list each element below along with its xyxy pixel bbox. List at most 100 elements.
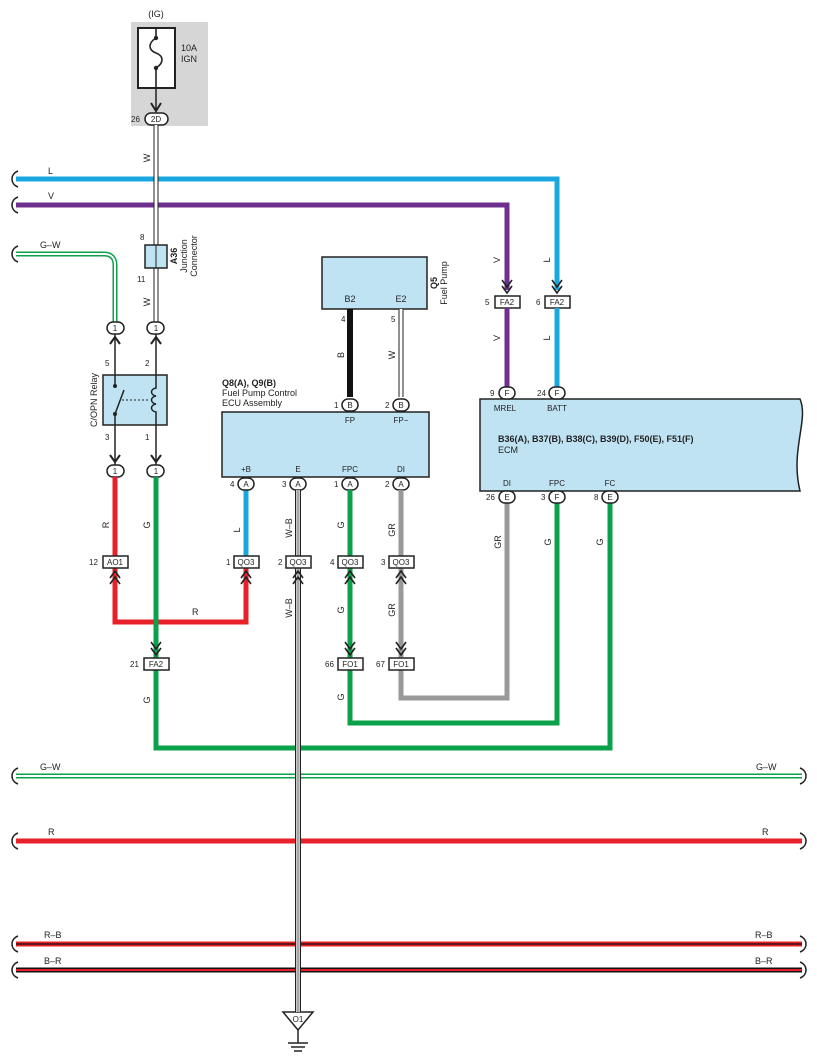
fuel-pump-terminal-b2: B2 [344,294,355,304]
wire-g-label-fc: G [595,538,605,545]
junction-name1: Junction [179,239,189,273]
wire-w-label-2: W [142,297,152,306]
connector-qo3-4-arrow-icon [344,569,356,585]
wire-g-label-relay-2: G [142,696,152,703]
connector-fa2-v-pin: 5 [485,298,490,307]
break-icon-gw-right [799,767,807,785]
ecm-top-pin-mrel-name: MREL [494,404,517,413]
break-icon-rb-left [11,935,19,953]
ecm-top-pin-batt-conn: F [555,389,560,398]
connector-fa2-21-name: FA2 [149,660,164,669]
ecm-bottom-pin-di [498,490,516,504]
relay-coil-icon [150,375,157,425]
break-icon-v [11,196,19,214]
fpecu-bottom-pin-plusb [237,477,255,491]
fpecu-box [221,411,430,478]
wire-gr-label-ecm: GR [493,535,503,549]
relay-name: C/OPN Relay [89,372,99,427]
wire-w-label-1: W [142,153,152,162]
connector-fa2-l-name: FA2 [550,298,565,307]
break-icon-l [11,170,19,188]
fuel-pump-pin2: 5 [391,315,396,324]
ecm-bottom-pin-fpc-conn: F [555,493,560,502]
wire-br-label-right: B–R [755,956,773,966]
fuel-pump-id: Q5 [429,277,439,289]
relay-pin5: 5 [105,359,110,368]
connector-qo3-4-name: QO3 [342,558,359,567]
connector-qo3-2-arrow-icon [292,569,304,585]
fuel-pump-terminal-e2: E2 [395,294,406,304]
wire-g-label-fpc-2: G [336,606,346,613]
wire-l-label-ecu: L [232,527,242,532]
connector-qo3-4-pin: 4 [330,558,335,567]
wire-rb-label-right: R–B [755,930,773,940]
wire-l-bus [16,176,560,290]
connector-fo1-66-pin: 66 [325,660,334,669]
fpecu-top-pin-fpm-conn: B [398,401,403,410]
relay-pin2: 2 [145,359,150,368]
fpecu-bottom-name-di: DI [397,465,405,474]
wire-r-label-bottom-left: R [48,827,55,837]
ecm-bottom-pin-di-num: 26 [486,493,495,502]
ecm-name: ECM [498,445,518,455]
wire-gw-bus-top-core [16,253,116,322]
connector-fo1-67-arrow-icon [395,641,407,657]
wire-gw-label-bottom-right: G–W [756,762,777,772]
fuel-pump-pin1: 4 [341,315,346,324]
connector-fo1-67 [388,657,415,671]
connector-qo3-2 [285,555,312,569]
break-icon-r-right [799,832,807,850]
ground-name: O1 [293,1015,304,1024]
fpecu-bottom-name-e: E [295,465,300,474]
break-icon-gw-left [11,767,19,785]
connector-qo3-1-pin: 1 [226,558,231,567]
fpecu-bottom-name-plusb: +B [241,465,251,474]
relay-connector-left-top-label: 1 [113,324,118,333]
wire-rb-label-left: R–B [44,930,62,940]
fpecu-top-pin-fpm [392,398,410,412]
relay-pin3: 3 [105,433,110,442]
fpecu-bottom-pin-plusb-conn: A [243,480,249,489]
wire-w-label-pump: W [387,350,397,359]
connector-qo3-3 [388,555,415,569]
wire-br-label-left: B–R [44,956,62,966]
wire-l-label-ecm: L [542,335,552,340]
wire-b-label: B [336,352,346,358]
connector-ao1 [102,555,129,569]
wire-v-label-drop: V [492,257,502,263]
wire-gr-label-2: GR [387,603,397,617]
fuel-pump-name: Fuel Pump [439,261,449,305]
fpecu-name2: ECU Assembly [222,398,283,408]
connector-qo3-3-pin: 3 [381,558,386,567]
connector-ao1-name: AO1 [107,558,124,567]
fuel-pump-box [321,256,428,310]
fuse-terminal-top [153,35,159,41]
connector-fo1-67-name: FO1 [393,660,409,669]
connector-qo3-2-name: QO3 [290,558,307,567]
ecm-top-pin-batt-name: BATT [547,404,567,413]
connector-ao1-arrow-icon [109,569,121,585]
relay-connector-right-bottom-label: 1 [154,467,159,476]
ecm-bottom-name-di: DI [503,479,511,488]
wire-v-label-ecm: V [492,335,502,341]
wire-wb-label-1: W–B [284,518,294,538]
connector-fa2-21-arrow-icon [150,641,162,657]
ecm-bottom-pin-fpc [548,490,566,504]
relay-arrow-1-icon [150,454,162,464]
relay-switch-contact-top [113,384,117,388]
ecm-bottom-pin-fc [601,490,619,504]
connector-fa2-l-pin: 6 [536,298,541,307]
fpecu-bottom-pin-di-num: 2 [385,480,390,489]
relay-arrow-3-icon [109,454,121,464]
connector-ao1-pin: 12 [89,558,98,567]
wire-v-bus [16,202,510,290]
relay-arrow-5-icon [109,335,121,345]
fuse-ig-label: (IG) [148,9,164,19]
wire-v-label: V [48,191,54,201]
fuse-arrow-icon [150,102,162,113]
fpecu-bottom-pin-e-num: 3 [282,480,287,489]
connector-fo1-66 [337,657,364,671]
ecm-bottom-pin-fc-conn: E [607,493,612,502]
wire-g-label-fpc-1: G [336,521,346,528]
